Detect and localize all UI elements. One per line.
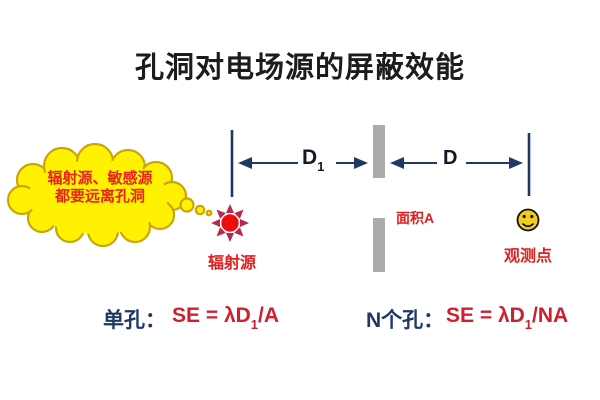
multi-formula-main: SE = λD bbox=[446, 304, 525, 327]
observation-point-label: 观测点 bbox=[503, 248, 552, 265]
single-formula-sub: 1 bbox=[250, 317, 259, 333]
cloud-note-line2: 都要远离孔洞 bbox=[54, 188, 145, 205]
d1-sub: 1 bbox=[317, 159, 325, 175]
radiation-source-label: 辐射源 bbox=[207, 255, 256, 272]
single-hole-formula: SE = λD1/A bbox=[172, 304, 280, 333]
thought-cloud-icon bbox=[6, 142, 213, 248]
shield-wall-bottom bbox=[373, 218, 385, 272]
multi-hole-formula: SE = λD1/NA bbox=[446, 304, 569, 333]
multi-formula-suffix: /NA bbox=[532, 304, 569, 327]
smiley-icon bbox=[516, 208, 540, 232]
d1-main: D bbox=[302, 146, 318, 169]
single-formula-main: SE = λD bbox=[172, 304, 251, 327]
shield-wall-top bbox=[373, 125, 385, 178]
single-hole-prefix: 单孔： bbox=[103, 309, 166, 332]
thought-bubble-medium bbox=[194, 204, 206, 216]
d-dimension-label: D bbox=[443, 147, 458, 169]
cloud-note-line1: 辐射源、敏感源 bbox=[47, 170, 153, 187]
cloud-note: 辐射源、敏感源 都要远离孔洞 bbox=[24, 170, 176, 206]
page-title: 孔洞对电场源的屏蔽效能 bbox=[134, 50, 465, 84]
starburst-icon bbox=[211, 204, 249, 242]
thought-bubble-small bbox=[205, 209, 213, 217]
multi-hole-prefix: N个孔： bbox=[366, 309, 445, 332]
aperture-area-label: 面积A bbox=[396, 210, 435, 226]
thought-bubble-large bbox=[179, 197, 195, 213]
multi-formula-sub: 1 bbox=[524, 317, 533, 333]
d1-dimension-label: D1 bbox=[302, 146, 325, 175]
single-formula-suffix: /A bbox=[258, 304, 280, 327]
